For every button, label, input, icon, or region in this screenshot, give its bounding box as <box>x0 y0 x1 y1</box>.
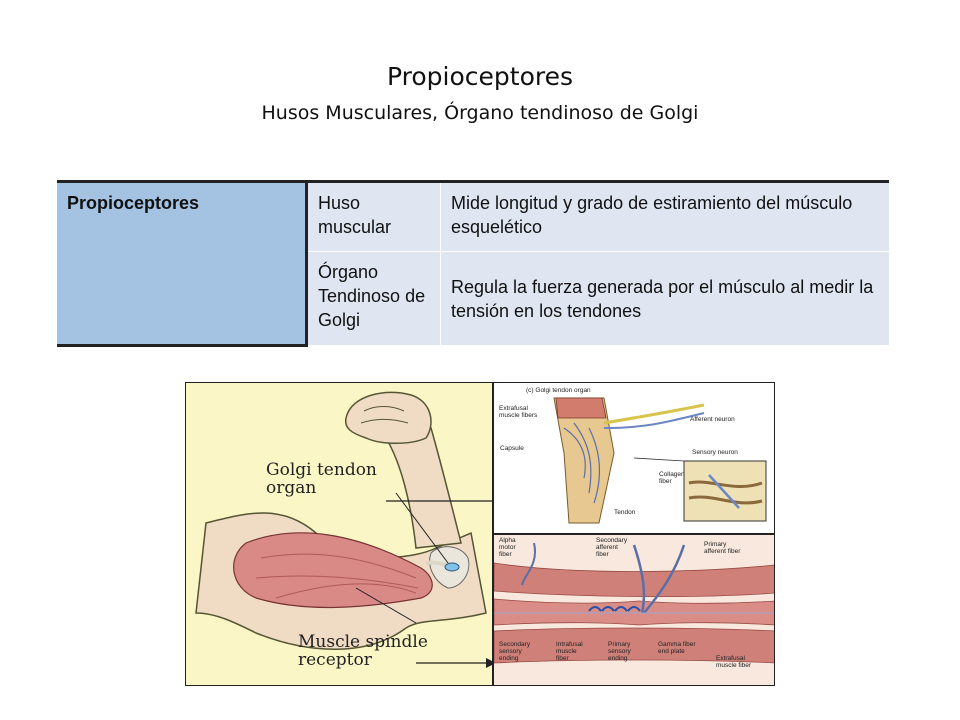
alpha-motor-fiber-label: Alpha motor fiber <box>499 537 516 558</box>
slide-subtitle: Husos Musculares, Órgano tendinoso de Go… <box>261 102 699 124</box>
arm-illustration-panel: Golgi tendon organ Muscle spindle recept… <box>185 382 494 686</box>
table-row: Propioceptores Huso muscular Mide longit… <box>57 180 889 347</box>
label-line: receptor <box>298 650 372 670</box>
label-line: Secondary <box>596 537 628 544</box>
label-line: fiber <box>556 655 569 662</box>
label-line: ending <box>499 655 519 662</box>
arm-illustration <box>195 391 494 668</box>
label-line: motor <box>499 544 516 551</box>
label-line: Primary <box>704 541 727 548</box>
tendon-label: Tendon <box>614 509 636 516</box>
label-line: muscle fiber <box>716 662 752 669</box>
muscle-spindle-label: Muscle spindle receptor <box>298 633 428 669</box>
golgi-tendon-organ-panel: (c) Golgi tendon organ Extrafusal muscle… <box>493 382 775 534</box>
label-line: end plate <box>658 648 685 655</box>
primary-sensory-ending-label: Primary sensory ending <box>608 641 631 662</box>
label-line: afferent fiber <box>704 548 741 555</box>
label-line: muscle fibers <box>499 412 538 419</box>
label-line: Collagen <box>659 471 685 478</box>
secondary-sensory-ending-label: Secondary sensory ending <box>499 641 530 662</box>
intrafusal-muscle-fiber-label: Intrafusal muscle fiber <box>556 641 583 662</box>
table-cell-name: Órgano Tendinoso de Golgi <box>306 251 441 345</box>
caption-label: (c) Golgi tendon organ <box>526 387 591 394</box>
label-line: Extrafusal <box>716 655 745 662</box>
label-line: organ <box>266 478 317 498</box>
label-line: Alpha <box>499 537 516 544</box>
capsule-label: Capsule <box>500 445 524 452</box>
label-line: Extrafusal <box>499 405 528 412</box>
muscle-spindle-illustration <box>494 535 774 685</box>
table-cell-description: Mide longitud y grado de estiramiento de… <box>440 180 889 252</box>
label-line: fiber <box>659 478 672 485</box>
label-line: Muscle spindle <box>298 632 428 652</box>
muscle-spindle-panel: Alpha motor fiber Secondary afferent fib… <box>493 534 775 686</box>
primary-afferent-fiber-label: Primary afferent fiber <box>704 541 740 555</box>
golgi-tendon-organ-illustration <box>553 397 767 524</box>
table-cell-description: Regula la fuerza generada por el músculo… <box>440 251 889 345</box>
label-line: ending <box>608 655 628 662</box>
label-line: Secondary <box>499 641 531 648</box>
afferent-neuron-label: Afferent neuron <box>690 416 735 423</box>
secondary-afferent-fiber-label: Secondary afferent fiber <box>596 537 627 558</box>
label-line: Gamma fiber <box>658 641 696 648</box>
label-line: sensory <box>608 648 631 655</box>
gamma-fiber-end-plate-label: Gamma fiber end plate <box>658 641 696 655</box>
golgi-tendon-organ-label: Golgi tendon organ <box>266 461 377 497</box>
label-line: fiber <box>499 551 512 558</box>
label-line: Primary <box>608 641 631 648</box>
label-line: Intrafusal <box>556 641 583 648</box>
table-row: Órgano Tendinoso de Golgi Regula la fuer… <box>57 251 889 345</box>
extrafusal-muscle-fiber-label: Extrafusal muscle fiber <box>716 655 751 669</box>
proprioceptor-table: Propioceptores Huso muscular Mide longit… <box>57 180 889 347</box>
label-line: afferent <box>596 544 618 551</box>
table-row-header: Propioceptores <box>57 180 308 347</box>
label-line: Golgi tendon <box>266 460 377 480</box>
label-line: sensory <box>499 648 522 655</box>
collagen-fiber-label: Collagen fiber <box>659 471 685 485</box>
extrafusal-fibers-label: Extrafusal muscle fibers <box>499 405 537 419</box>
label-line: fiber <box>596 551 609 558</box>
label-line: muscle <box>556 648 577 655</box>
proprioceptor-figure: Golgi tendon organ Muscle spindle recept… <box>185 382 775 686</box>
table-cell-name: Huso muscular <box>306 180 441 252</box>
sensory-neuron-label: Sensory neuron <box>692 449 738 456</box>
slide-title: Propioceptores <box>387 62 573 91</box>
